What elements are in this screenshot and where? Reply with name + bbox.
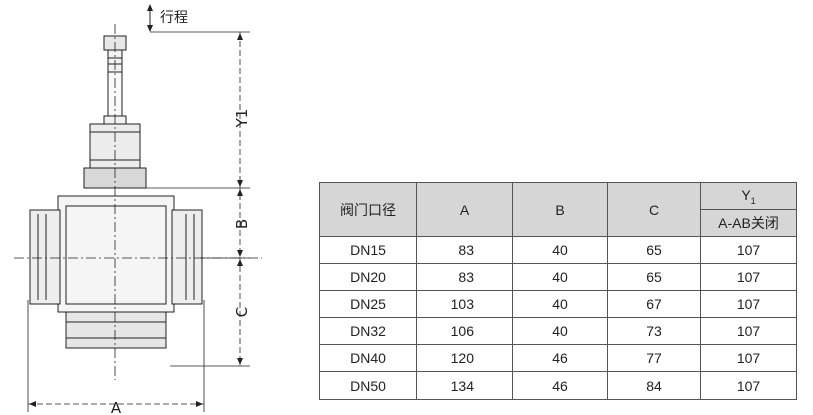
cell-size: DN50 — [319, 371, 417, 400]
header-b: B — [512, 182, 608, 237]
dim-a-label: A — [111, 399, 122, 415]
cell-y1: 107 — [700, 263, 797, 291]
valve-dimension-drawing: 行程 Y1 B C A — [14, 4, 262, 415]
cell-a: 120 — [416, 344, 513, 372]
table-row: DN32 106 40 73 107 — [319, 317, 797, 345]
cell-y1: 107 — [700, 371, 797, 400]
cell-y1: 107 — [700, 344, 797, 372]
cell-c: 77 — [607, 344, 701, 372]
header-valve-size: 阀门口径 — [319, 182, 417, 237]
cell-y1: 107 — [700, 290, 797, 318]
cell-a: 106 — [416, 317, 513, 345]
left-port — [29, 209, 61, 305]
valve-body — [57, 195, 175, 313]
header-y1: Y1 — [700, 182, 797, 210]
cell-c: 73 — [607, 317, 701, 345]
stroke-label: 行程 — [160, 10, 188, 26]
cell-size: DN15 — [319, 236, 417, 264]
dim-b-label: B — [233, 219, 251, 229]
cell-b: 40 — [512, 290, 608, 318]
cell-b: 46 — [512, 344, 608, 372]
table-row: DN25 103 40 67 107 — [319, 290, 797, 318]
cell-size: DN20 — [319, 263, 417, 291]
cell-b: 40 — [512, 263, 608, 291]
right-port — [171, 209, 203, 305]
dim-y1-label: Y1 — [233, 109, 251, 129]
cell-y1: 107 — [700, 317, 797, 345]
cell-size: DN25 — [319, 290, 417, 318]
table-row: DN40 120 46 77 107 — [319, 344, 797, 372]
cell-size: DN32 — [319, 317, 417, 345]
cell-c: 65 — [607, 236, 701, 264]
cell-c: 67 — [607, 290, 701, 318]
cell-c: 84 — [607, 371, 701, 400]
cell-a: 134 — [416, 371, 513, 400]
header-y1-note: A-AB关闭 — [700, 209, 797, 237]
dimension-table: 阀门口径 A B C Y1 A-AB关闭 DN15 83 40 65 107 D… — [319, 182, 797, 400]
cell-b: 46 — [512, 371, 608, 400]
table-row: DN50 134 46 84 107 — [319, 371, 797, 400]
header-c: C — [607, 182, 701, 237]
cell-a: 83 — [416, 236, 513, 264]
bottom-port — [65, 311, 167, 349]
cell-a: 83 — [416, 263, 513, 291]
table-row: DN15 83 40 65 107 — [319, 236, 797, 264]
cell-size: DN40 — [319, 344, 417, 372]
cell-c: 65 — [607, 263, 701, 291]
cell-b: 40 — [512, 317, 608, 345]
table-row: DN20 83 40 65 107 — [319, 263, 797, 291]
cell-a: 103 — [416, 290, 513, 318]
cell-y1: 107 — [700, 236, 797, 264]
header-a: A — [416, 182, 513, 237]
dim-c-label: C — [233, 307, 251, 317]
cell-b: 40 — [512, 236, 608, 264]
